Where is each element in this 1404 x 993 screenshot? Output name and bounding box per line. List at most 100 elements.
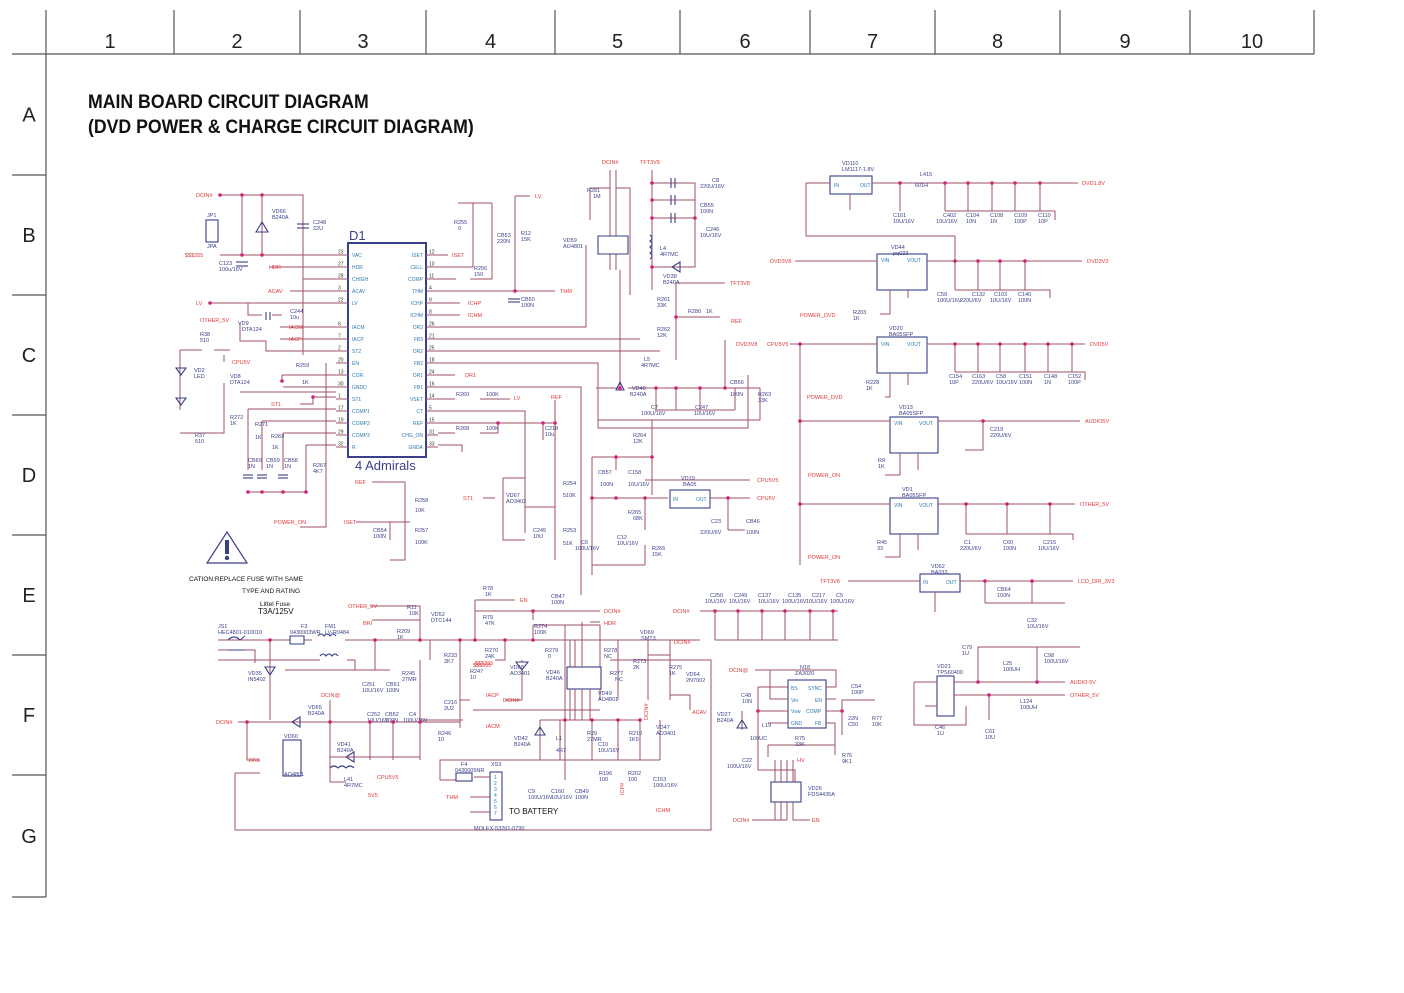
svg-text:R269: R269 (271, 434, 284, 440)
svg-text:C22: C22 (742, 758, 752, 764)
svg-text:C101: C101 (893, 213, 906, 219)
page-title: MAIN BOARD CIRCUIT DIAGRAM (DVD POWER & … (88, 90, 474, 140)
svg-text:DCIN#: DCIN# (604, 609, 621, 615)
svg-text:R259: R259 (296, 363, 309, 369)
svg-text:150: 150 (474, 272, 483, 278)
svg-text:10K: 10K (415, 508, 425, 514)
svg-text:100U/16V: 100U/16V (830, 599, 855, 605)
d1-pin-number: 10 (429, 262, 435, 268)
svg-text:SYNC: SYNC (808, 686, 822, 692)
svg-text:VD1: VD1 (902, 487, 913, 493)
svg-text:DTA124: DTA124 (242, 327, 262, 333)
svg-text:R9: R9 (878, 458, 885, 464)
svg-text:C8: C8 (712, 178, 719, 184)
svg-text:HDR: HDR (269, 265, 281, 271)
svg-text:LV: LV (514, 396, 521, 402)
svg-text:C250: C250 (710, 593, 723, 599)
svg-text:C153: C153 (653, 777, 666, 783)
d1-pin-number: 16 (429, 382, 435, 388)
svg-text:BA05SFP: BA05SFP (889, 332, 913, 338)
svg-text:GND: GND (791, 721, 803, 727)
svg-text:R281: R281 (587, 188, 600, 194)
svg-text:ISET: ISET (452, 253, 465, 259)
svg-text:2K: 2K (633, 665, 640, 671)
svg-text:$$$355: $$$355 (473, 663, 491, 669)
d1-pin-name: IACM (352, 325, 365, 331)
svg-text:R76: R76 (842, 753, 852, 759)
svg-text:601H: 601H (915, 183, 928, 189)
svg-text:C152: C152 (1068, 374, 1081, 380)
d1-pin-number: 23 (338, 250, 344, 256)
svg-text:LV: LV (196, 301, 203, 307)
d1-pin-number: 6 (338, 322, 341, 328)
d1-name: 4 Admirals (355, 458, 416, 473)
svg-text:10U: 10U (985, 735, 995, 741)
svg-text:1U: 1U (962, 651, 969, 657)
svg-text:1K: 1K (485, 592, 492, 598)
svg-text:100N: 100N (1018, 298, 1031, 304)
svg-text:10P: 10P (1038, 219, 1048, 225)
svg-text:CB54: CB54 (373, 528, 387, 534)
svg-text:100N: 100N (730, 392, 743, 398)
svg-text:220U/6V: 220U/6V (990, 433, 1012, 439)
column-label: 1 (104, 31, 115, 53)
d1-pin-name: EN (352, 361, 359, 367)
junction-dots (208, 181, 1074, 724)
svg-text:1N: 1N (1044, 380, 1051, 386)
svg-text:R29: R29 (587, 731, 597, 737)
svg-text:4R7MC: 4R7MC (660, 252, 679, 258)
svg-text:C158: C158 (628, 470, 641, 476)
svg-text:C59: C59 (937, 292, 947, 298)
d1-right-nets: ISET LV THM ICHP ICHM DR1 LV REF REF ISE… (344, 194, 572, 526)
svg-text:VD52: VD52 (431, 612, 445, 618)
svg-text:B240A: B240A (337, 748, 354, 754)
svg-text:L4: L4 (660, 246, 666, 252)
d1-left-wiring (179, 194, 336, 528)
svg-text:CPU5V: CPU5V (232, 360, 251, 366)
svg-text:VD49: VD49 (598, 691, 612, 697)
svg-text:10U/16V: 10U/16V (806, 599, 828, 605)
d1-pin-name: GNDA (409, 445, 424, 451)
svg-text:LV: LV (535, 194, 542, 200)
svg-text:100N: 100N (700, 209, 713, 215)
svg-text:IN: IN (834, 183, 839, 189)
svg-text:10N: 10N (742, 699, 752, 705)
svg-text:CB52: CB52 (385, 712, 399, 718)
svg-text:IN5402: IN5402 (248, 677, 266, 683)
column-label: 9 (1119, 31, 1130, 53)
svg-text:B240A: B240A (630, 392, 647, 398)
column-label: 10 (1241, 31, 1263, 53)
svg-text:JPA: JPA (207, 244, 217, 250)
d1-pin-name: CELL (410, 265, 423, 271)
svg-text:R11: R11 (407, 605, 417, 611)
svg-text:15K: 15K (652, 552, 662, 558)
d1-pin-name: CHG_ON (402, 433, 424, 439)
svg-text:10K: 10K (872, 722, 882, 728)
d1-pin-number: 26 (429, 322, 435, 328)
d1-pin-number: 8 (429, 310, 432, 316)
svg-text:POWER_ON: POWER_ON (808, 555, 840, 561)
svg-text:EN: EN (520, 598, 528, 604)
svg-text:OUT: OUT (696, 497, 707, 503)
svg-text:C215: C215 (1043, 540, 1056, 546)
svg-text:L25: L25 (1003, 661, 1012, 667)
tft-section: R281 1M VD59 AO4801 C8 220U/16V CB55 100… (563, 160, 771, 470)
svg-text:220U/6V: 220U/6V (700, 530, 722, 536)
svg-text:10U: 10U (533, 534, 543, 540)
d1-pin-name: FB2 (414, 361, 423, 367)
svg-text:C32: C32 (1027, 618, 1037, 624)
svg-text:10U/16V: 10U/16V (893, 219, 915, 225)
svg-text:R45: R45 (877, 540, 887, 546)
svg-text:4R7MC: 4R7MC (344, 783, 363, 789)
svg-text:C218: C218 (545, 426, 558, 432)
svg-text:C108: C108 (990, 213, 1003, 219)
svg-text:R196: R196 (599, 771, 612, 777)
d1-pin-name: COR (352, 373, 364, 379)
svg-text:10U/16V: 10U/16V (617, 541, 639, 547)
svg-text:Vsw: Vsw (791, 709, 801, 715)
svg-text:L5: L5 (644, 357, 650, 363)
d1-right-wiring (438, 195, 749, 595)
svg-text:FB: FB (815, 721, 822, 727)
